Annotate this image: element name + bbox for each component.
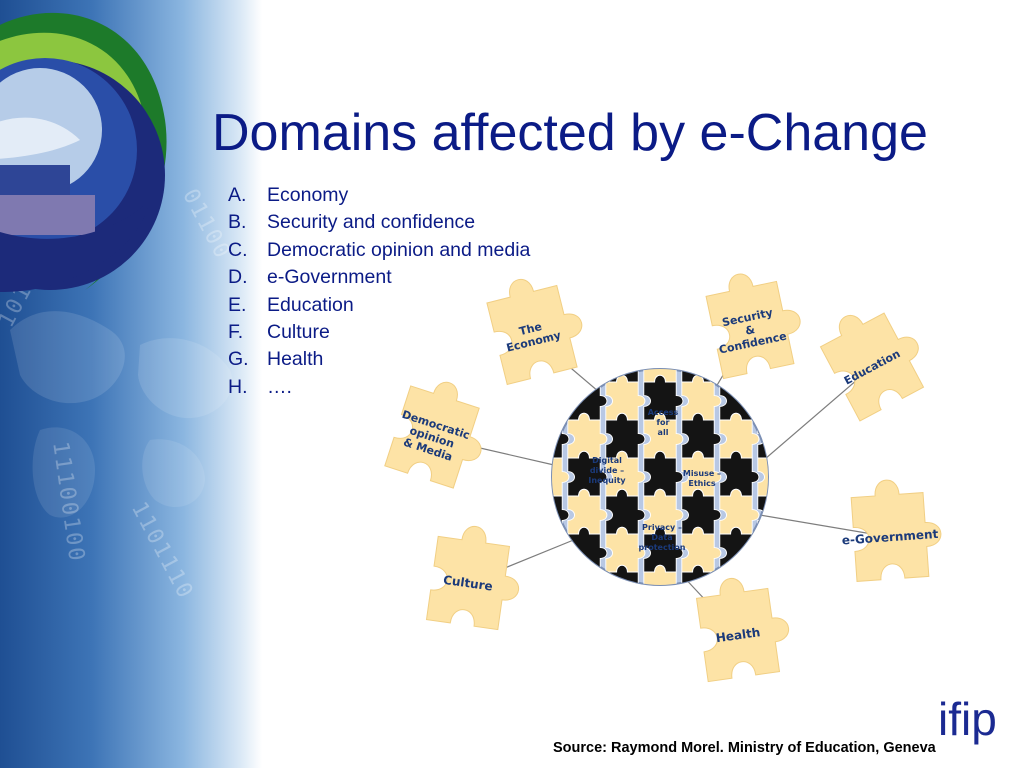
slide-title: Domains affected by e-Change xyxy=(212,104,928,162)
connector-line xyxy=(757,366,873,466)
list-item-text: Health xyxy=(267,348,324,371)
puzzle-piece-label: & xyxy=(744,323,756,338)
list-item-letter: A. xyxy=(228,184,247,206)
list-item-text: Democratic opinion and media xyxy=(267,238,531,261)
list-item: D. e-Government xyxy=(228,264,530,291)
globe-label: Inequity xyxy=(588,476,626,485)
list-item-text: Culture xyxy=(267,321,330,344)
puzzle-piece-shape xyxy=(384,381,482,489)
globe-label: divide – xyxy=(590,466,624,475)
globe-tile xyxy=(643,564,684,585)
domain-list: A. Economy B. Security and confidence C. De… xyxy=(228,182,530,401)
list-item: F. Culture xyxy=(228,319,530,346)
list-item-letter: G. xyxy=(228,348,249,371)
list-item: G. Health xyxy=(228,346,530,373)
globe-label: protection xyxy=(639,543,686,552)
list-item: H. …. xyxy=(228,374,530,401)
puzzle-piece-shape xyxy=(425,526,520,631)
puzzle-piece-shape xyxy=(486,279,583,386)
globe-label: Misuse – xyxy=(683,469,721,478)
puzzle-piece: Education xyxy=(819,312,925,422)
globe-label: Data xyxy=(651,533,672,542)
list-item-letter: B. xyxy=(228,211,247,234)
globe-label: Digital xyxy=(592,456,622,465)
puzzle-piece: Security&Confidence xyxy=(705,273,801,380)
list-item-text: Economy xyxy=(267,184,349,206)
list-item: C. Democratic opinion and media xyxy=(228,237,530,264)
globe-tile xyxy=(757,450,768,497)
world-map-silhouette xyxy=(10,311,233,518)
puzzle-piece-shape xyxy=(819,312,925,422)
globe-tile xyxy=(681,369,722,383)
list-item-text: …. xyxy=(267,375,292,398)
source-citation: Source: Raymond Morel. Ministry of Educa… xyxy=(553,740,936,756)
ifip-logo-graphic xyxy=(0,12,167,292)
globe-label: Access xyxy=(648,408,679,417)
puzzle-piece-shape xyxy=(695,578,790,683)
ifip-logo-text: ifip xyxy=(938,693,997,745)
globe-label: for xyxy=(657,418,670,427)
puzzle-piece-label: Health xyxy=(715,625,761,645)
puzzle-piece-label: The xyxy=(518,320,543,338)
list-item-text: Security and confidence xyxy=(267,211,476,234)
globe-tile xyxy=(757,488,768,535)
globe-label: all xyxy=(658,428,669,437)
list-item-letter: F. xyxy=(228,321,244,344)
puzzle-piece-shape xyxy=(850,479,942,582)
globe-tile xyxy=(719,374,760,421)
list-item: B. Security and confidence xyxy=(228,209,530,236)
puzzle-piece-label: e-Government xyxy=(841,527,939,548)
puzzle-piece: Health xyxy=(695,578,790,683)
list-item-text: Education xyxy=(267,293,354,316)
list-item-letter: D. xyxy=(228,266,248,289)
list-item: E. Education xyxy=(228,292,530,319)
globe-tile xyxy=(757,412,768,459)
globe-label: Privacy – xyxy=(642,523,682,532)
list-item-letter: E. xyxy=(228,293,247,316)
list-item-text: e-Government xyxy=(267,266,392,289)
list-item-letter: C. xyxy=(228,238,248,261)
list-item: A. Economy xyxy=(228,182,530,209)
puzzle-piece-label: Culture xyxy=(442,573,493,594)
puzzle-piece-shape xyxy=(705,273,801,380)
puzzle-piece: e-Government xyxy=(841,479,942,582)
globe-tile xyxy=(719,526,760,573)
list-item-letter: H. xyxy=(228,375,248,398)
globe-label: Ethics xyxy=(688,479,715,488)
puzzle-piece: Culture xyxy=(425,526,520,631)
background-band: 01100 10100010000 11100100 1101110 xyxy=(0,0,262,768)
